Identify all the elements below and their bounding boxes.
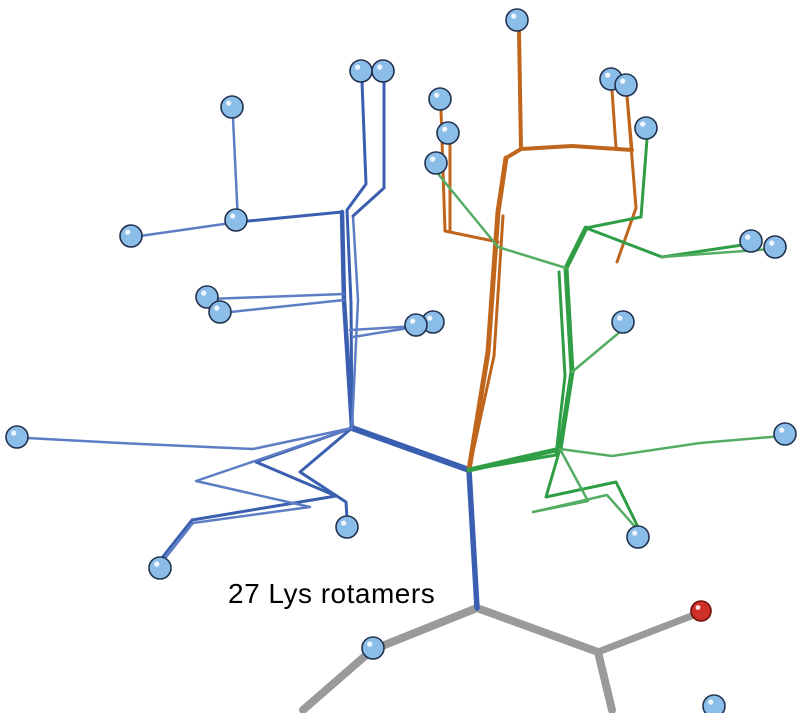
specular-highlight bbox=[605, 72, 611, 78]
bond-blue bbox=[298, 426, 354, 520]
nitrogen-atom[interactable] bbox=[626, 525, 650, 549]
specular-highlight bbox=[377, 64, 383, 70]
nitrogen-atom[interactable] bbox=[614, 73, 638, 97]
specular-highlight bbox=[779, 427, 785, 433]
specular-highlight bbox=[620, 78, 626, 84]
bond-blue bbox=[345, 208, 354, 430]
nitrogen-atom[interactable] bbox=[5, 425, 29, 449]
specular-highlight bbox=[410, 318, 416, 324]
atom-spheres bbox=[5, 8, 797, 713]
bond-blue bbox=[236, 210, 344, 224]
specular-highlight bbox=[695, 605, 701, 610]
specular-highlight bbox=[430, 156, 436, 162]
nitrogen-atom[interactable] bbox=[224, 208, 248, 232]
bond-orange bbox=[504, 29, 523, 160]
specular-highlight bbox=[154, 561, 160, 567]
bond-blue_light bbox=[350, 214, 360, 430]
specular-highlight bbox=[632, 530, 638, 536]
nitrogen-atom[interactable] bbox=[208, 300, 232, 324]
nitrogen-atom[interactable] bbox=[371, 59, 395, 83]
specular-highlight bbox=[442, 126, 448, 132]
bond-blue_light bbox=[231, 116, 240, 224]
bond-blue_light bbox=[161, 426, 354, 563]
bond-blue_light bbox=[131, 220, 240, 239]
bond-gray bbox=[594, 609, 703, 656]
specular-highlight bbox=[341, 520, 347, 526]
nitrogen-atom[interactable] bbox=[424, 151, 448, 175]
bond-blue_light bbox=[25, 426, 354, 451]
specular-highlight bbox=[214, 305, 220, 311]
specular-highlight bbox=[125, 229, 131, 235]
specular-highlight bbox=[708, 699, 714, 705]
nitrogen-atom[interactable] bbox=[505, 8, 529, 32]
specular-highlight bbox=[617, 315, 623, 321]
specular-highlight bbox=[511, 13, 517, 19]
nitrogen-atom[interactable] bbox=[335, 515, 359, 539]
bond-orange bbox=[610, 88, 618, 150]
nitrogen-atom[interactable] bbox=[634, 116, 658, 140]
specular-highlight bbox=[226, 100, 232, 106]
nitrogen-atom[interactable] bbox=[428, 87, 452, 111]
specular-highlight bbox=[230, 213, 236, 219]
specular-highlight bbox=[367, 641, 373, 647]
specular-highlight bbox=[745, 234, 751, 240]
specular-highlight bbox=[11, 430, 17, 436]
nitrogen-atom[interactable] bbox=[773, 422, 797, 446]
bond-orange bbox=[615, 94, 638, 264]
bond-blue_light bbox=[207, 292, 346, 301]
nitrogen-atom[interactable] bbox=[220, 95, 244, 119]
specular-highlight bbox=[427, 315, 433, 321]
bond-green bbox=[467, 270, 567, 472]
bond-green_light bbox=[437, 173, 568, 270]
specular-highlight bbox=[355, 64, 361, 70]
nitrogen-atom[interactable] bbox=[349, 59, 373, 83]
bond-blue bbox=[349, 425, 472, 473]
specular-highlight bbox=[769, 240, 775, 246]
specular-highlight bbox=[434, 92, 440, 98]
specular-highlight bbox=[640, 121, 646, 127]
nitrogen-atom[interactable] bbox=[739, 229, 763, 253]
bond-orange bbox=[519, 144, 634, 152]
bond-orange bbox=[443, 229, 500, 244]
bond-blue bbox=[351, 80, 386, 218]
nitrogen-atom[interactable] bbox=[119, 224, 143, 248]
rotamer-count-label: 27 Lys rotamers bbox=[228, 578, 436, 609]
oxygen-atom[interactable] bbox=[690, 600, 712, 622]
bond-orange bbox=[467, 214, 505, 472]
bond-blue bbox=[345, 80, 368, 212]
bond-lines bbox=[25, 29, 784, 713]
specular-highlight bbox=[201, 290, 207, 296]
bond-blue_light bbox=[219, 298, 346, 315]
nitrogen-atom[interactable] bbox=[195, 285, 219, 309]
nitrogen-atom[interactable] bbox=[436, 121, 460, 145]
nitrogen-atom[interactable] bbox=[148, 556, 172, 580]
nitrogen-atom[interactable] bbox=[611, 310, 635, 334]
nitrogen-atom[interactable] bbox=[702, 694, 726, 713]
nitrogen-atom[interactable] bbox=[361, 636, 385, 660]
bond-gray bbox=[299, 604, 481, 713]
nitrogen-atom[interactable] bbox=[763, 235, 787, 259]
bond-orange bbox=[466, 155, 509, 473]
bond-green_light bbox=[570, 329, 623, 374]
bond-green_light bbox=[531, 447, 639, 531]
bond-blue bbox=[466, 467, 480, 611]
bond-gray bbox=[473, 604, 616, 713]
nitrogen-atom[interactable] bbox=[404, 313, 428, 337]
bond-green_light bbox=[558, 434, 784, 458]
bond-green bbox=[584, 137, 649, 230]
